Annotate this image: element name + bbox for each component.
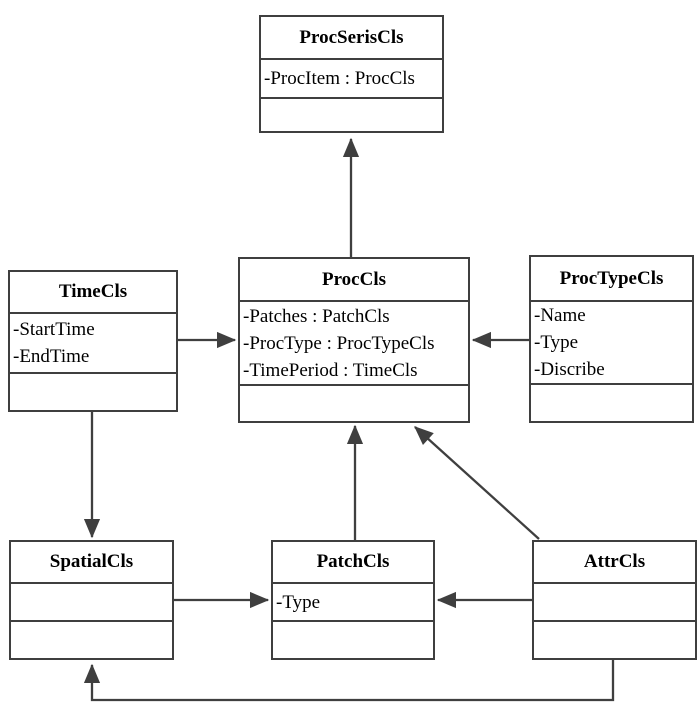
class-methods-spatialcls (11, 622, 172, 658)
class-title-timecls: TimeCls (10, 272, 176, 314)
attribute-line: -ProcType : ProcTypeCls (243, 332, 435, 354)
class-attributes-attrcls (534, 584, 695, 622)
class-box-attrcls: AttrCls (532, 540, 697, 660)
class-attributes-timecls: -StartTime -EndTime (10, 314, 176, 374)
class-box-timecls: TimeCls -StartTime -EndTime (8, 270, 178, 412)
attribute-line: -TimePeriod : TimeCls (243, 359, 418, 381)
attribute-line: -ProcItem : ProcCls (264, 68, 415, 89)
class-title-proctypecls: ProcTypeCls (531, 257, 692, 302)
class-methods-patchcls (273, 622, 433, 658)
class-methods-proctypecls (531, 385, 692, 421)
arrow-attrcls-to-proccls (414, 426, 540, 540)
class-attributes-proctypecls: -Name -Type -Discribe (531, 302, 692, 385)
class-methods-timecls (10, 374, 176, 410)
attribute-line: -Discribe (534, 359, 605, 380)
class-box-patchcls: PatchCls -Type (271, 540, 435, 660)
class-title-attrcls: AttrCls (534, 542, 695, 584)
class-title-proccls: ProcCls (240, 259, 468, 302)
class-box-proctypecls: ProcTypeCls -Name -Type -Discribe (529, 255, 694, 423)
class-methods-procseriscls (261, 99, 442, 131)
attribute-line: -Patches : PatchCls (243, 305, 390, 327)
class-methods-proccls (240, 386, 468, 421)
attribute-line: -Type (534, 332, 579, 353)
attribute-line: -StartTime (13, 319, 95, 340)
class-attributes-proccls: -Patches : PatchCls -ProcType : ProcType… (240, 302, 468, 386)
attribute-line: -Type (276, 591, 321, 613)
attribute-line: -Name (534, 305, 586, 326)
class-box-spatialcls: SpatialCls (9, 540, 174, 660)
class-attributes-patchcls: -Type (273, 584, 433, 622)
class-attributes-procseriscls: -ProcItem : ProcCls (261, 60, 442, 99)
class-title-patchcls: PatchCls (273, 542, 433, 584)
arrow-attrcls-to-spatialcls (83, 660, 615, 702)
attribute-line: -EndTime (13, 346, 90, 367)
class-methods-attrcls (534, 622, 695, 658)
class-title-spatialcls: SpatialCls (11, 542, 172, 584)
class-box-proccls: ProcCls -Patches : PatchCls -ProcType : … (238, 257, 470, 423)
class-box-procseriscls: ProcSerisCls -ProcItem : ProcCls (259, 15, 444, 133)
class-attributes-spatialcls (11, 584, 172, 622)
class-title-procseriscls: ProcSerisCls (261, 17, 442, 60)
